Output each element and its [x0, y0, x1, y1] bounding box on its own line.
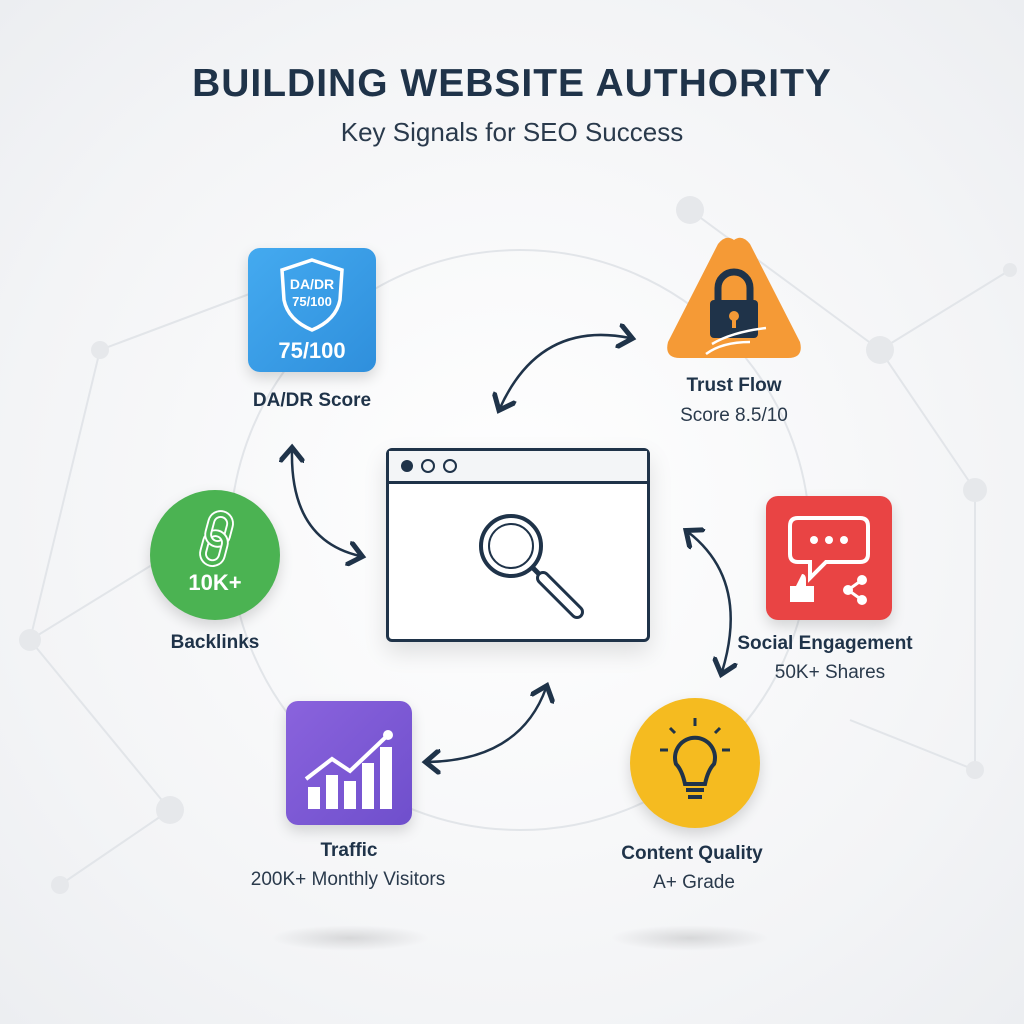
chain-link-icon: 🔗︎ [177, 501, 257, 578]
social-engagement-detail: 50K+ Shares [774, 662, 886, 683]
da-dr-value: 75/100 [278, 338, 346, 363]
shield-text-1: DA/DR [289, 276, 335, 292]
da-dr-label: DA/DR Score [252, 390, 372, 411]
browser-window-icon [386, 448, 650, 642]
social-engagement-tile [766, 496, 892, 620]
lightbulb-icon [660, 718, 730, 799]
traffic-label: Traffic [320, 840, 378, 861]
bar-chart-trend-icon [304, 730, 393, 809]
trust-flow-lock-icon [667, 237, 801, 358]
social-engagement-label: Social Engagement [737, 633, 913, 654]
page-subtitle: Key Signals for SEO Success [340, 117, 684, 147]
content-quality-detail: A+ Grade [653, 872, 735, 893]
traffic-tile [286, 701, 412, 825]
shield-text-2: 75/100 [292, 294, 332, 309]
traffic-detail: 200K+ Monthly Visitors [250, 869, 446, 890]
da-dr-score-tile: DA/DR 75/100 75/100 [248, 248, 376, 372]
page-title: BUILDING WEBSITE AUTHORITY [192, 62, 832, 105]
magnifier-icon [479, 514, 584, 619]
backlinks-circle: 🔗︎ 10K+ [150, 490, 280, 620]
content-quality-label: Content Quality [621, 843, 763, 864]
shield-icon [280, 258, 344, 332]
backlinks-value: 10K+ [188, 570, 242, 595]
backlinks-label: Backlinks [170, 632, 260, 653]
trust-flow-detail: Score 8.5/10 [680, 405, 788, 426]
floor-shadow [610, 925, 770, 951]
content-quality-circle [630, 698, 760, 828]
floor-shadow [270, 925, 430, 951]
trust-flow-label: Trust Flow [686, 375, 782, 396]
speech-bubble-like-share-icon [788, 516, 870, 605]
